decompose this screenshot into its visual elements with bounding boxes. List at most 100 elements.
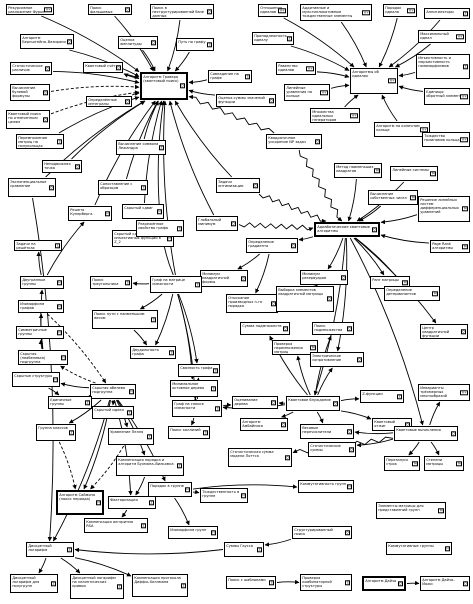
node-buhman[interactable]: Компенсация порядка и алгоритм Бухмана–В… bbox=[116, 456, 184, 476]
node-fake-coins[interactable]: Поиск фальшивых монетQ bbox=[88, 4, 132, 15]
node-group-elem[interactable]: Элементы матрицы для представлений групп… bbox=[376, 502, 446, 519]
node-disc-log-elliptic[interactable]: Дискретный логарифм на эллиптических кри… bbox=[70, 574, 124, 599]
node-additive[interactable]: Аддитивные и мультипликативные тождестве… bbox=[300, 4, 372, 21]
node-injectivity[interactable]: Инъективность и сюръективность гомоморфи… bbox=[416, 54, 470, 79]
node-ode[interactable]: Решение линейных систем дифференциальных… bbox=[418, 196, 470, 222]
node-grover[interactable]: Алгоритм Гровера (квантовый поиск)Q bbox=[140, 72, 188, 100]
